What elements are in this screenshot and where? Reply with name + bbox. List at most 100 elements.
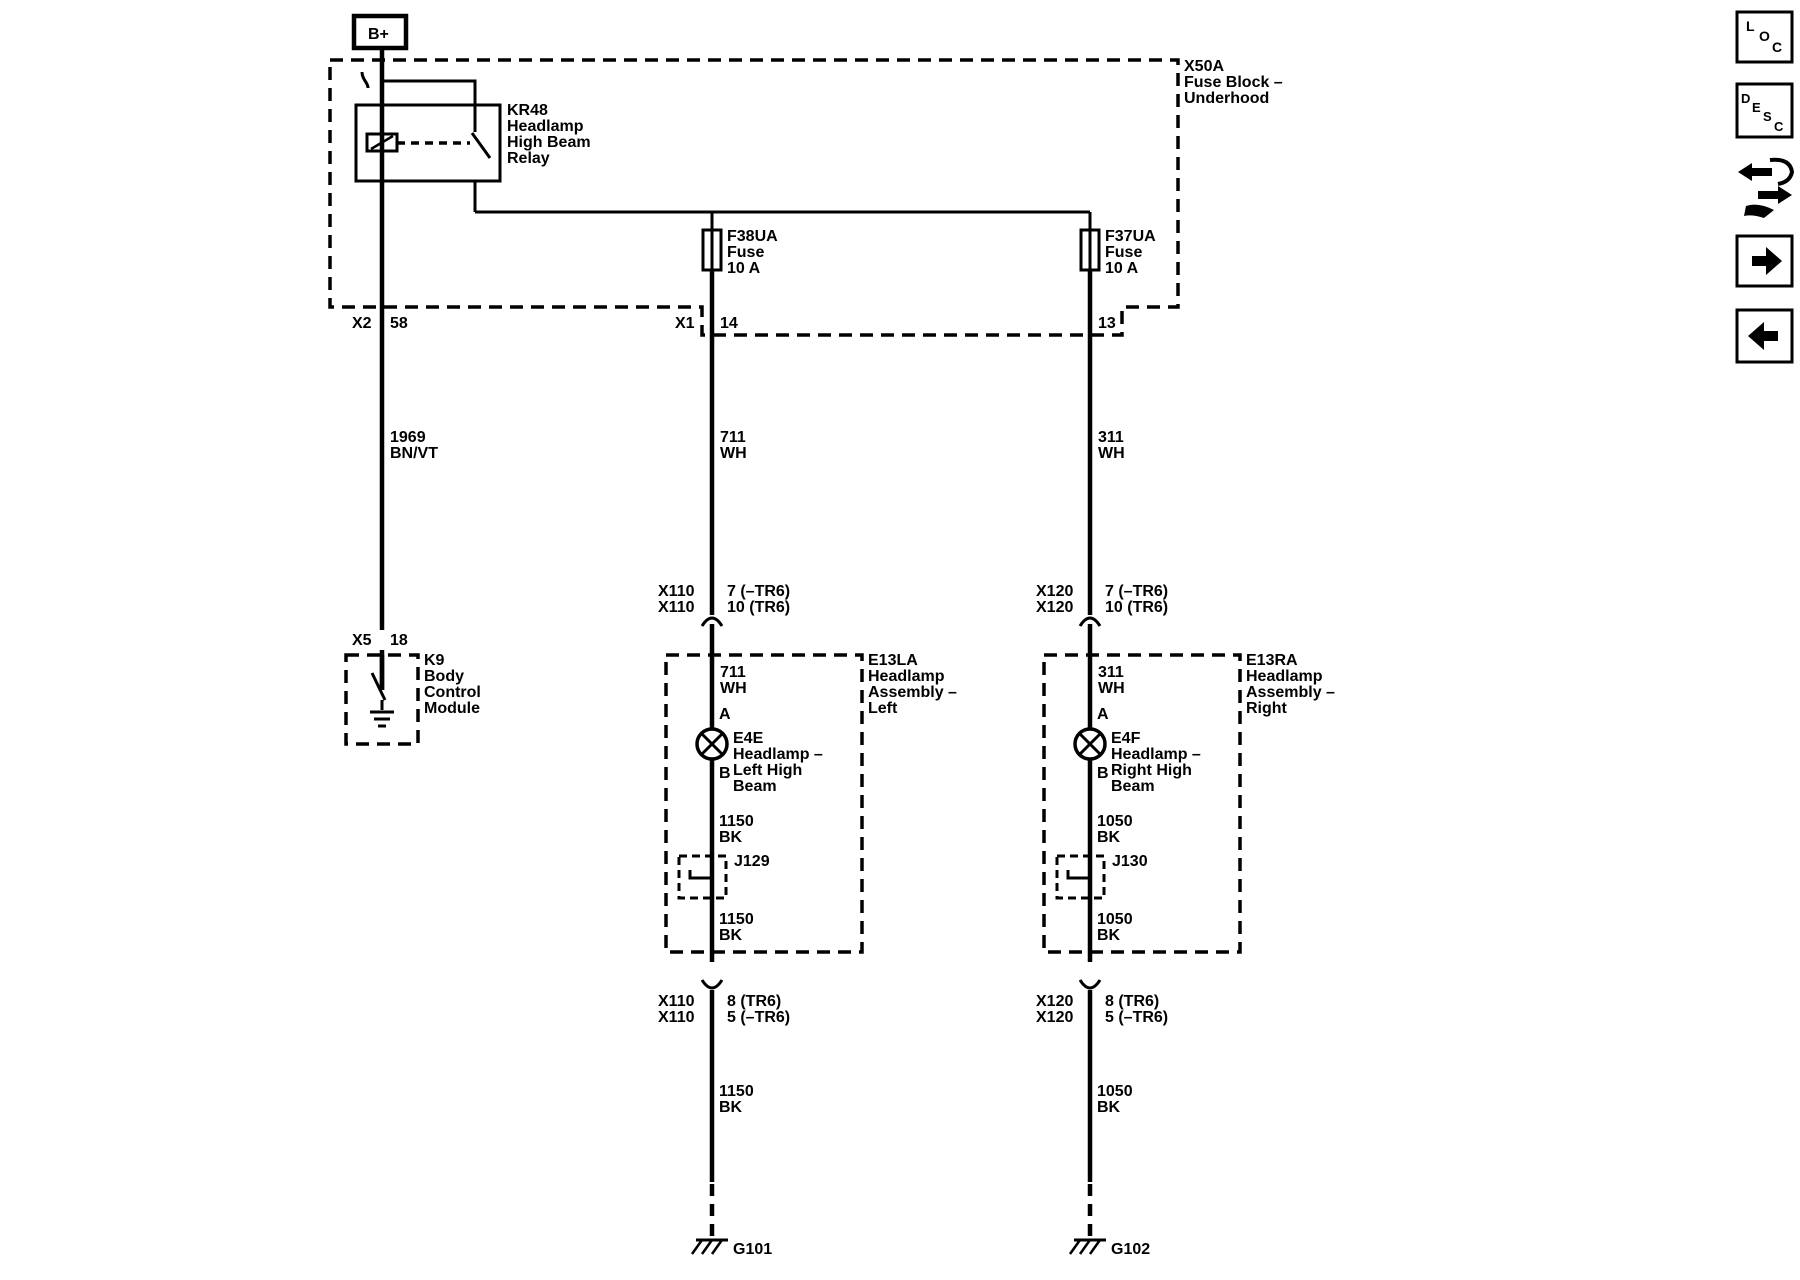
right-wire-splice-out-color: BK [1097, 927, 1121, 944]
left-conn-lower-a: X110 [658, 993, 695, 1010]
right-wire-lamp-out-color: BK [1097, 829, 1121, 846]
fuse-left-rating: 10 A [727, 260, 761, 277]
right-conn-upper-b: X120 [1036, 599, 1073, 616]
fuse-f38ua: F38UA Fuse 10 A [701, 212, 778, 277]
fuse-left-name: F38UA [727, 228, 778, 245]
right-wire-splice-out-circuit: 1050 [1097, 911, 1133, 928]
loc-letter-o: O [1759, 28, 1770, 44]
battery-power-source: B+ [351, 13, 409, 51]
right-conn-upper-pin-b: 10 (TR6) [1105, 599, 1168, 616]
left-conn-upper-a: X110 [658, 583, 695, 600]
right-inner-wire-circuit: 311 [1098, 664, 1124, 681]
left-wire-splice-out-circuit: 1150 [719, 911, 754, 928]
loc-letter-c: C [1772, 39, 1782, 55]
description-button[interactable]: D E S C [1735, 82, 1794, 139]
right-assembly-desc-2: Assembly – [1246, 684, 1335, 701]
relay-desc-1: Headlamp [507, 118, 584, 135]
left-ground-icon [690, 1238, 728, 1255]
left-headlamp-circuit: 711 WH X110 X110 7 (–TR6) 10 (TR6) E13LA… [658, 270, 957, 1258]
right-wire-ground-color: BK [1097, 1099, 1121, 1116]
connector-x1: X1 [675, 315, 695, 332]
back-button[interactable] [1735, 308, 1794, 364]
right-ground-name: G102 [1111, 1241, 1150, 1258]
left-wire-top-color: WH [720, 445, 747, 462]
right-lamp-desc-2: Right High [1111, 762, 1192, 779]
fuse-left-type: Fuse [727, 244, 764, 261]
left-assembly-name: E13LA [868, 652, 918, 669]
right-conn-lower-pin-a: 8 (TR6) [1105, 993, 1159, 1010]
left-inner-wire-circuit: 711 [720, 664, 746, 681]
right-conn-lower-pin-b: 5 (–TR6) [1105, 1009, 1168, 1026]
bcm-name: K9 [424, 652, 445, 669]
bcm-desc-1: Body [424, 668, 464, 685]
bcm-switch-icon [370, 672, 387, 701]
left-assembly-desc-3: Left [868, 700, 898, 717]
left-lamp-pin-b: B [719, 765, 731, 782]
fuse-block-outline [328, 58, 1180, 337]
right-ground-icon [1068, 1238, 1106, 1255]
bcm-connector: X5 [352, 632, 372, 649]
body-control-module: X5 18 K9 Body Control Module [344, 632, 481, 746]
left-wire-splice-out-color: BK [719, 927, 743, 944]
right-wire-lamp-out-circuit: 1050 [1097, 813, 1133, 830]
right-splice-icon [1055, 854, 1106, 900]
bcm-desc-2: Control [424, 684, 481, 701]
right-wire-top-color: WH [1098, 445, 1125, 462]
location-button[interactable]: L O C [1735, 10, 1794, 64]
desc-letter-s: S [1763, 109, 1772, 124]
fuse-block-label: X50A Fuse Block – Underhood [1184, 58, 1283, 107]
power-label: B+ [368, 26, 389, 43]
left-wire-lamp-out-circuit: 1150 [719, 813, 754, 830]
right-assembly-desc-1: Headlamp [1246, 668, 1323, 685]
left-assembly-desc-2: Assembly – [868, 684, 957, 701]
left-lamp-pin-a: A [719, 706, 731, 723]
headlamp-high-beam-relay: KR48 Headlamp High Beam Relay [354, 71, 1090, 214]
desc-letter-c: C [1774, 119, 1784, 134]
left-wire-ground-color: BK [719, 1099, 743, 1116]
left-conn-upper-b: X110 [658, 599, 695, 616]
fuse-block-desc-1: Fuse Block – [1184, 74, 1283, 91]
fuse-f37ua: F37UA Fuse 10 A [1079, 212, 1156, 277]
connector-x1-pin-13: 13 [1098, 315, 1116, 332]
loc-letter-l: L [1746, 18, 1755, 34]
left-splice-icon [677, 854, 728, 900]
fuse-block-name: X50A [1184, 58, 1224, 75]
right-upper-connector-icon [1078, 616, 1102, 627]
right-headlamp-circuit: 311 WH X120 X120 7 (–TR6) 10 (TR6) E13RA… [1036, 270, 1335, 1258]
forward-button[interactable] [1735, 234, 1794, 288]
right-headlamp-assembly-outline [1042, 653, 1242, 954]
fuse-right-rating: 10 A [1105, 260, 1139, 277]
left-conn-upper-pin-a: 7 (–TR6) [727, 583, 790, 600]
back-arrow-icon [1748, 322, 1778, 350]
left-lamp-desc-2: Left High [733, 762, 802, 779]
connector-view-button[interactable] [1738, 157, 1795, 218]
left-wire-lamp-out-color: BK [719, 829, 743, 846]
fuse-right-type: Fuse [1105, 244, 1142, 261]
left-high-beam-lamp-icon [695, 727, 729, 761]
left-inner-wire-color: WH [720, 680, 747, 697]
right-conn-lower-b: X120 [1036, 1009, 1073, 1026]
desc-letter-e: E [1752, 100, 1761, 115]
fuse-right-name: F37UA [1105, 228, 1156, 245]
right-inner-wire-color: WH [1098, 680, 1125, 697]
connector-icon [1738, 157, 1795, 218]
right-high-beam-lamp-icon [1073, 727, 1107, 761]
right-conn-lower-a: X120 [1036, 993, 1073, 1010]
left-lamp-name: E4E [733, 730, 764, 747]
relay-desc-2: High Beam [507, 134, 591, 151]
left-upper-connector-icon [700, 616, 724, 627]
bcm-pin: 18 [390, 632, 408, 649]
left-lamp-desc-1: Headlamp – [733, 746, 823, 763]
left-conn-lower-pin-a: 8 (TR6) [727, 993, 781, 1010]
relay-name: KR48 [507, 102, 548, 119]
right-lamp-desc-3: Beam [1111, 778, 1155, 795]
fuse-block-desc-2: Underhood [1184, 90, 1269, 107]
left-assembly-desc-1: Headlamp [868, 668, 945, 685]
right-lamp-desc-1: Headlamp – [1111, 746, 1201, 763]
connector-x2-pin: 58 [390, 315, 408, 332]
relay-desc-3: Relay [507, 150, 550, 167]
right-conn-upper-pin-a: 7 (–TR6) [1105, 583, 1168, 600]
left-conn-lower-pin-b: 5 (–TR6) [727, 1009, 790, 1026]
left-conn-upper-pin-b: 10 (TR6) [727, 599, 790, 616]
right-conn-upper-a: X120 [1036, 583, 1073, 600]
